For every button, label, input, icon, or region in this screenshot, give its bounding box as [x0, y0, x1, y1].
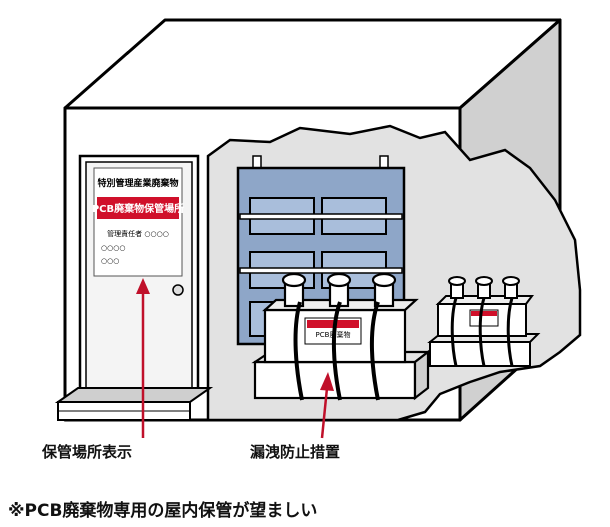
door-step-top — [54, 387, 214, 403]
strap — [331, 301, 342, 401]
leak-arrow-line — [320, 387, 329, 439]
storage-sign-board — [93, 167, 183, 277]
strap — [506, 297, 514, 367]
strap — [450, 297, 458, 367]
strap — [478, 297, 486, 367]
sign-line3: 管理責任者 ○○○○ — [107, 229, 169, 238]
door-knob-icon — [172, 284, 184, 296]
oil-pan-side — [413, 349, 430, 401]
bushing-cap — [326, 272, 352, 288]
cabinet-rail — [239, 267, 403, 274]
sign-line5: ○○○ — [101, 257, 119, 265]
footnote: ※PCB廃棄物専用の屋内保管が望ましい — [8, 501, 318, 521]
sign-line1: 特別管理産業廃棄物 — [97, 177, 178, 189]
small-transformer — [427, 276, 541, 367]
storage-sign-label: 保管場所表示 — [42, 443, 133, 461]
bushing-cap — [281, 272, 307, 288]
strap — [369, 301, 380, 401]
small-bushing-cap — [502, 276, 520, 286]
small-bushing-cap — [475, 276, 493, 286]
sign-arrow-head-icon — [136, 278, 150, 294]
sign-banner — [97, 197, 179, 219]
small-bushing-cap — [448, 276, 466, 286]
door: 特別管理産業廃棄物 PCB廃棄物保管場所 管理責任者 ○○○○ ○○○○ ○○○ — [54, 154, 214, 421]
sign-banner-text: PCB廃棄物保管場所 — [92, 202, 184, 215]
cabinet-rail — [239, 213, 403, 220]
small-tank-label-banner — [471, 311, 497, 316]
sign-line4: ○○○○ — [101, 244, 125, 252]
pointer-arrows — [136, 278, 334, 439]
bushing-cap — [371, 272, 397, 288]
leak-arrow-head-icon — [320, 372, 334, 391]
strap — [293, 301, 304, 401]
large-transformer: PCB廃棄物 — [251, 272, 432, 401]
leak-prevention-label: 漏洩防止措置 — [250, 443, 341, 461]
